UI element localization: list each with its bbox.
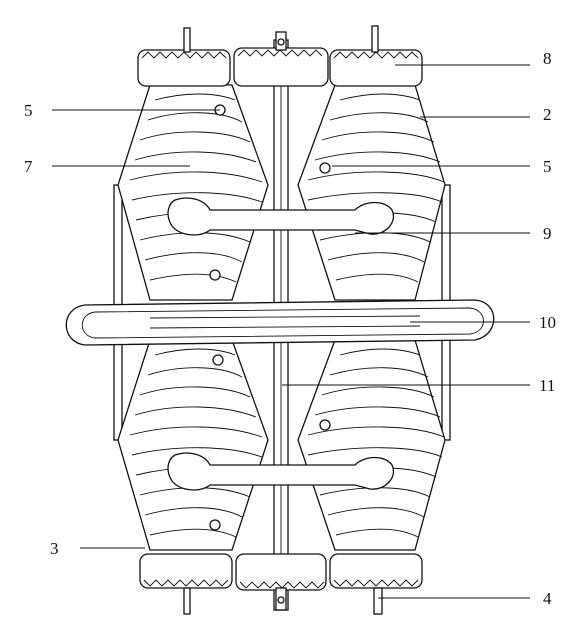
label-5-right: 5	[543, 157, 552, 176]
label-8: 8	[543, 49, 552, 68]
drum-lower-left	[117, 339, 269, 551]
gear-top-center	[233, 31, 329, 87]
drum-upper-right	[297, 84, 446, 301]
gears-top	[137, 25, 423, 87]
chain-belt	[65, 299, 495, 346]
gear-bottom-center	[235, 553, 327, 611]
label-7: 7	[24, 157, 33, 176]
label-4: 4	[543, 589, 552, 608]
label-5-left: 5	[24, 101, 33, 120]
label-10: 10	[539, 313, 556, 332]
gear-top-right	[329, 25, 423, 87]
label-3: 3	[50, 539, 59, 558]
label-2: 2	[543, 105, 552, 124]
gear-bottom-left	[139, 553, 233, 615]
connecting-arm-upper	[167, 197, 395, 236]
gears-bottom	[139, 553, 423, 615]
label-9: 9	[543, 224, 552, 243]
gear-top-left	[137, 27, 231, 87]
drum-upper-left	[117, 84, 269, 301]
part-labels: 5 7 3 8 2 5 9 10 11 4	[24, 49, 556, 608]
label-11: 11	[539, 376, 555, 395]
connecting-arm-lower	[167, 452, 395, 491]
drum-lower-right	[297, 339, 446, 551]
gear-bottom-right	[329, 553, 423, 615]
leader-lines	[52, 64, 530, 599]
